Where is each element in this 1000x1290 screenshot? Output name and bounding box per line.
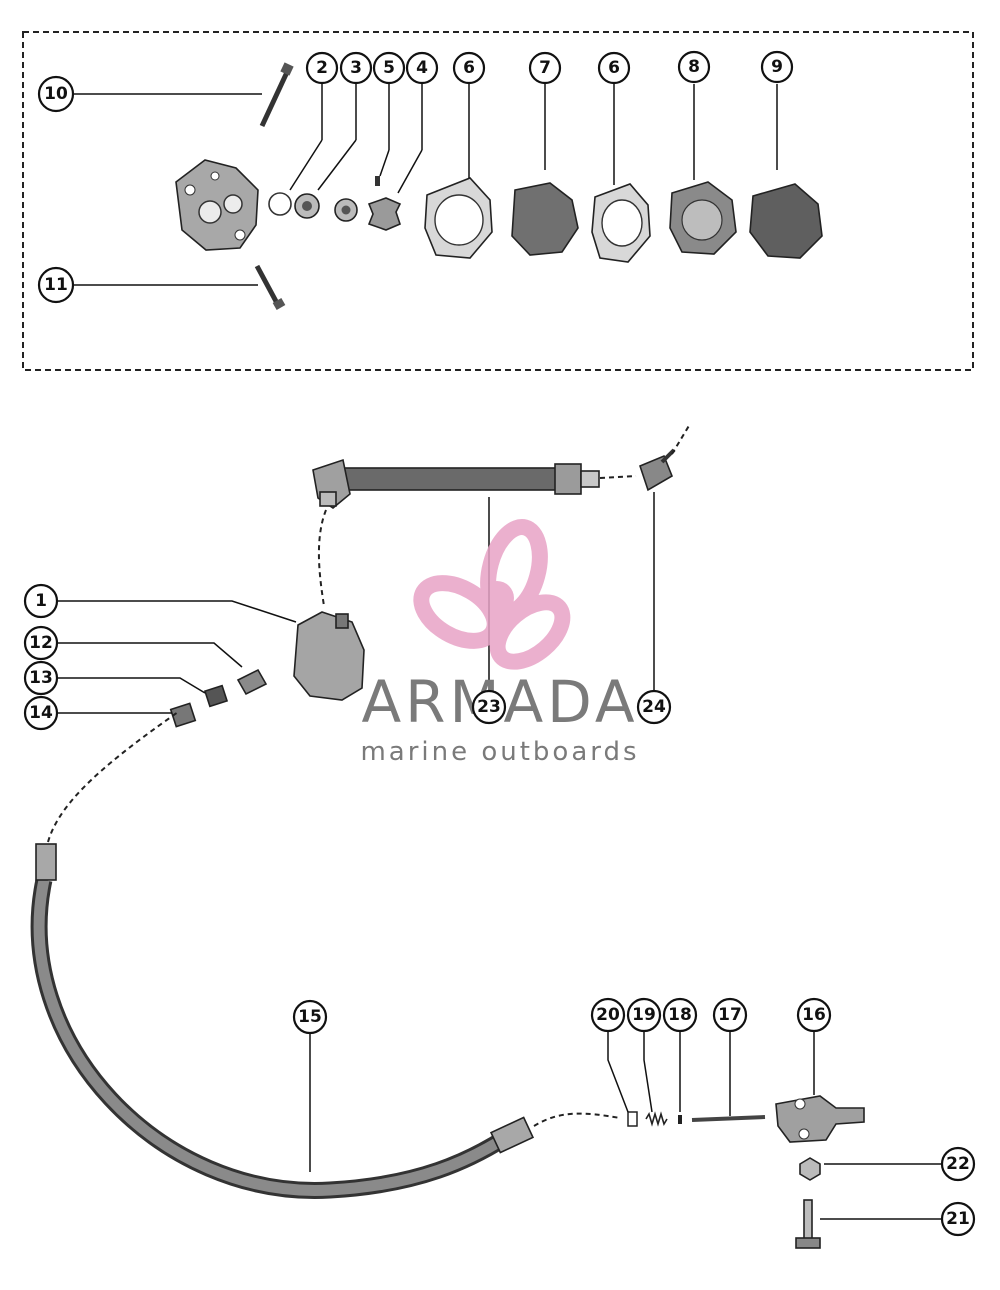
svg-text:3: 3	[350, 58, 362, 78]
callout-14: 14	[23, 695, 59, 731]
svg-text:8: 8	[688, 57, 700, 77]
part-fitting-12	[236, 668, 268, 696]
watermark-subtitle: marine outboards	[360, 737, 639, 767]
svg-text:12: 12	[29, 633, 53, 653]
part-rod-17	[691, 1115, 766, 1122]
part-screw-11	[254, 264, 286, 310]
callout-3: 3	[339, 51, 373, 85]
propeller-blade-icon	[489, 594, 571, 670]
svg-text:10: 10	[44, 84, 68, 104]
callout-20: 20	[590, 997, 626, 1033]
callout-7: 7	[528, 51, 562, 85]
svg-text:20: 20	[596, 1005, 620, 1025]
part-plate-8	[669, 181, 737, 255]
callout-23: 23	[471, 689, 507, 725]
svg-text:18: 18	[668, 1005, 692, 1025]
part-screw-10	[259, 62, 294, 128]
svg-text:2: 2	[316, 58, 328, 78]
callout-4: 4	[405, 51, 439, 85]
part-retainer-4	[367, 197, 402, 231]
svg-text:22: 22	[946, 1154, 970, 1174]
part-nut-14	[169, 702, 197, 728]
svg-text:24: 24	[642, 697, 666, 717]
svg-text:23: 23	[477, 697, 501, 717]
part-seat-20	[627, 1111, 638, 1127]
part-gasket-6b	[591, 183, 651, 263]
callout-18: 18	[662, 997, 698, 1033]
svg-text:13: 13	[29, 668, 53, 688]
callout-1: 1	[23, 583, 59, 619]
callout-19: 19	[626, 997, 662, 1033]
svg-text:19: 19	[632, 1005, 656, 1025]
part-check-valve-3	[294, 193, 358, 222]
callout-15: 15	[292, 999, 328, 1035]
callout-6a: 6	[452, 51, 486, 85]
propeller-hub-icon	[480, 581, 514, 615]
svg-text:21: 21	[946, 1209, 970, 1229]
callout-2: 2	[305, 51, 339, 85]
part-nut-22	[799, 1157, 821, 1181]
callout-10: 10	[37, 75, 75, 113]
svg-text:15: 15	[298, 1007, 322, 1027]
part-filter-1	[293, 611, 365, 701]
svg-text:9: 9	[771, 57, 783, 77]
propeller-blade-icon	[413, 575, 503, 649]
callout-24: 24	[636, 689, 672, 725]
part-hose-15	[30, 843, 535, 1199]
part-pump-body	[175, 159, 259, 251]
svg-text:7: 7	[539, 58, 551, 78]
part-ball-18	[678, 1115, 682, 1124]
svg-text:16: 16	[802, 1005, 826, 1025]
svg-text:4: 4	[416, 58, 428, 78]
callout-12: 12	[23, 625, 59, 661]
svg-text:11: 11	[44, 275, 68, 295]
part-screw-5	[375, 176, 380, 186]
part-bolt-21	[795, 1199, 821, 1249]
svg-text:17: 17	[718, 1005, 742, 1025]
callout-5: 5	[372, 51, 406, 85]
svg-text:1: 1	[35, 591, 47, 611]
callout-16: 16	[796, 997, 832, 1033]
callout-6b: 6	[597, 51, 631, 85]
part-diaphragm-9	[749, 183, 823, 259]
part-cover-7	[511, 182, 579, 256]
part-fitting-24	[639, 448, 676, 492]
part-oring-2	[268, 192, 292, 216]
svg-text:14: 14	[29, 703, 53, 723]
callout-9: 9	[760, 50, 794, 84]
callout-13: 13	[23, 660, 59, 696]
callout-8: 8	[677, 50, 711, 84]
inset-box	[22, 31, 974, 371]
part-gasket-6a	[424, 177, 493, 259]
part-nut-13	[203, 684, 229, 708]
part-hose-23	[312, 458, 600, 509]
callout-21: 21	[940, 1201, 976, 1237]
callout-17: 17	[712, 997, 748, 1033]
part-valve-16	[775, 1095, 865, 1143]
svg-text:6: 6	[463, 58, 475, 78]
callout-11: 11	[37, 266, 75, 304]
part-spring-19	[645, 1111, 668, 1127]
callout-22: 22	[940, 1146, 976, 1182]
watermark-logo	[413, 519, 571, 670]
svg-text:5: 5	[383, 58, 395, 78]
svg-text:6: 6	[608, 58, 620, 78]
